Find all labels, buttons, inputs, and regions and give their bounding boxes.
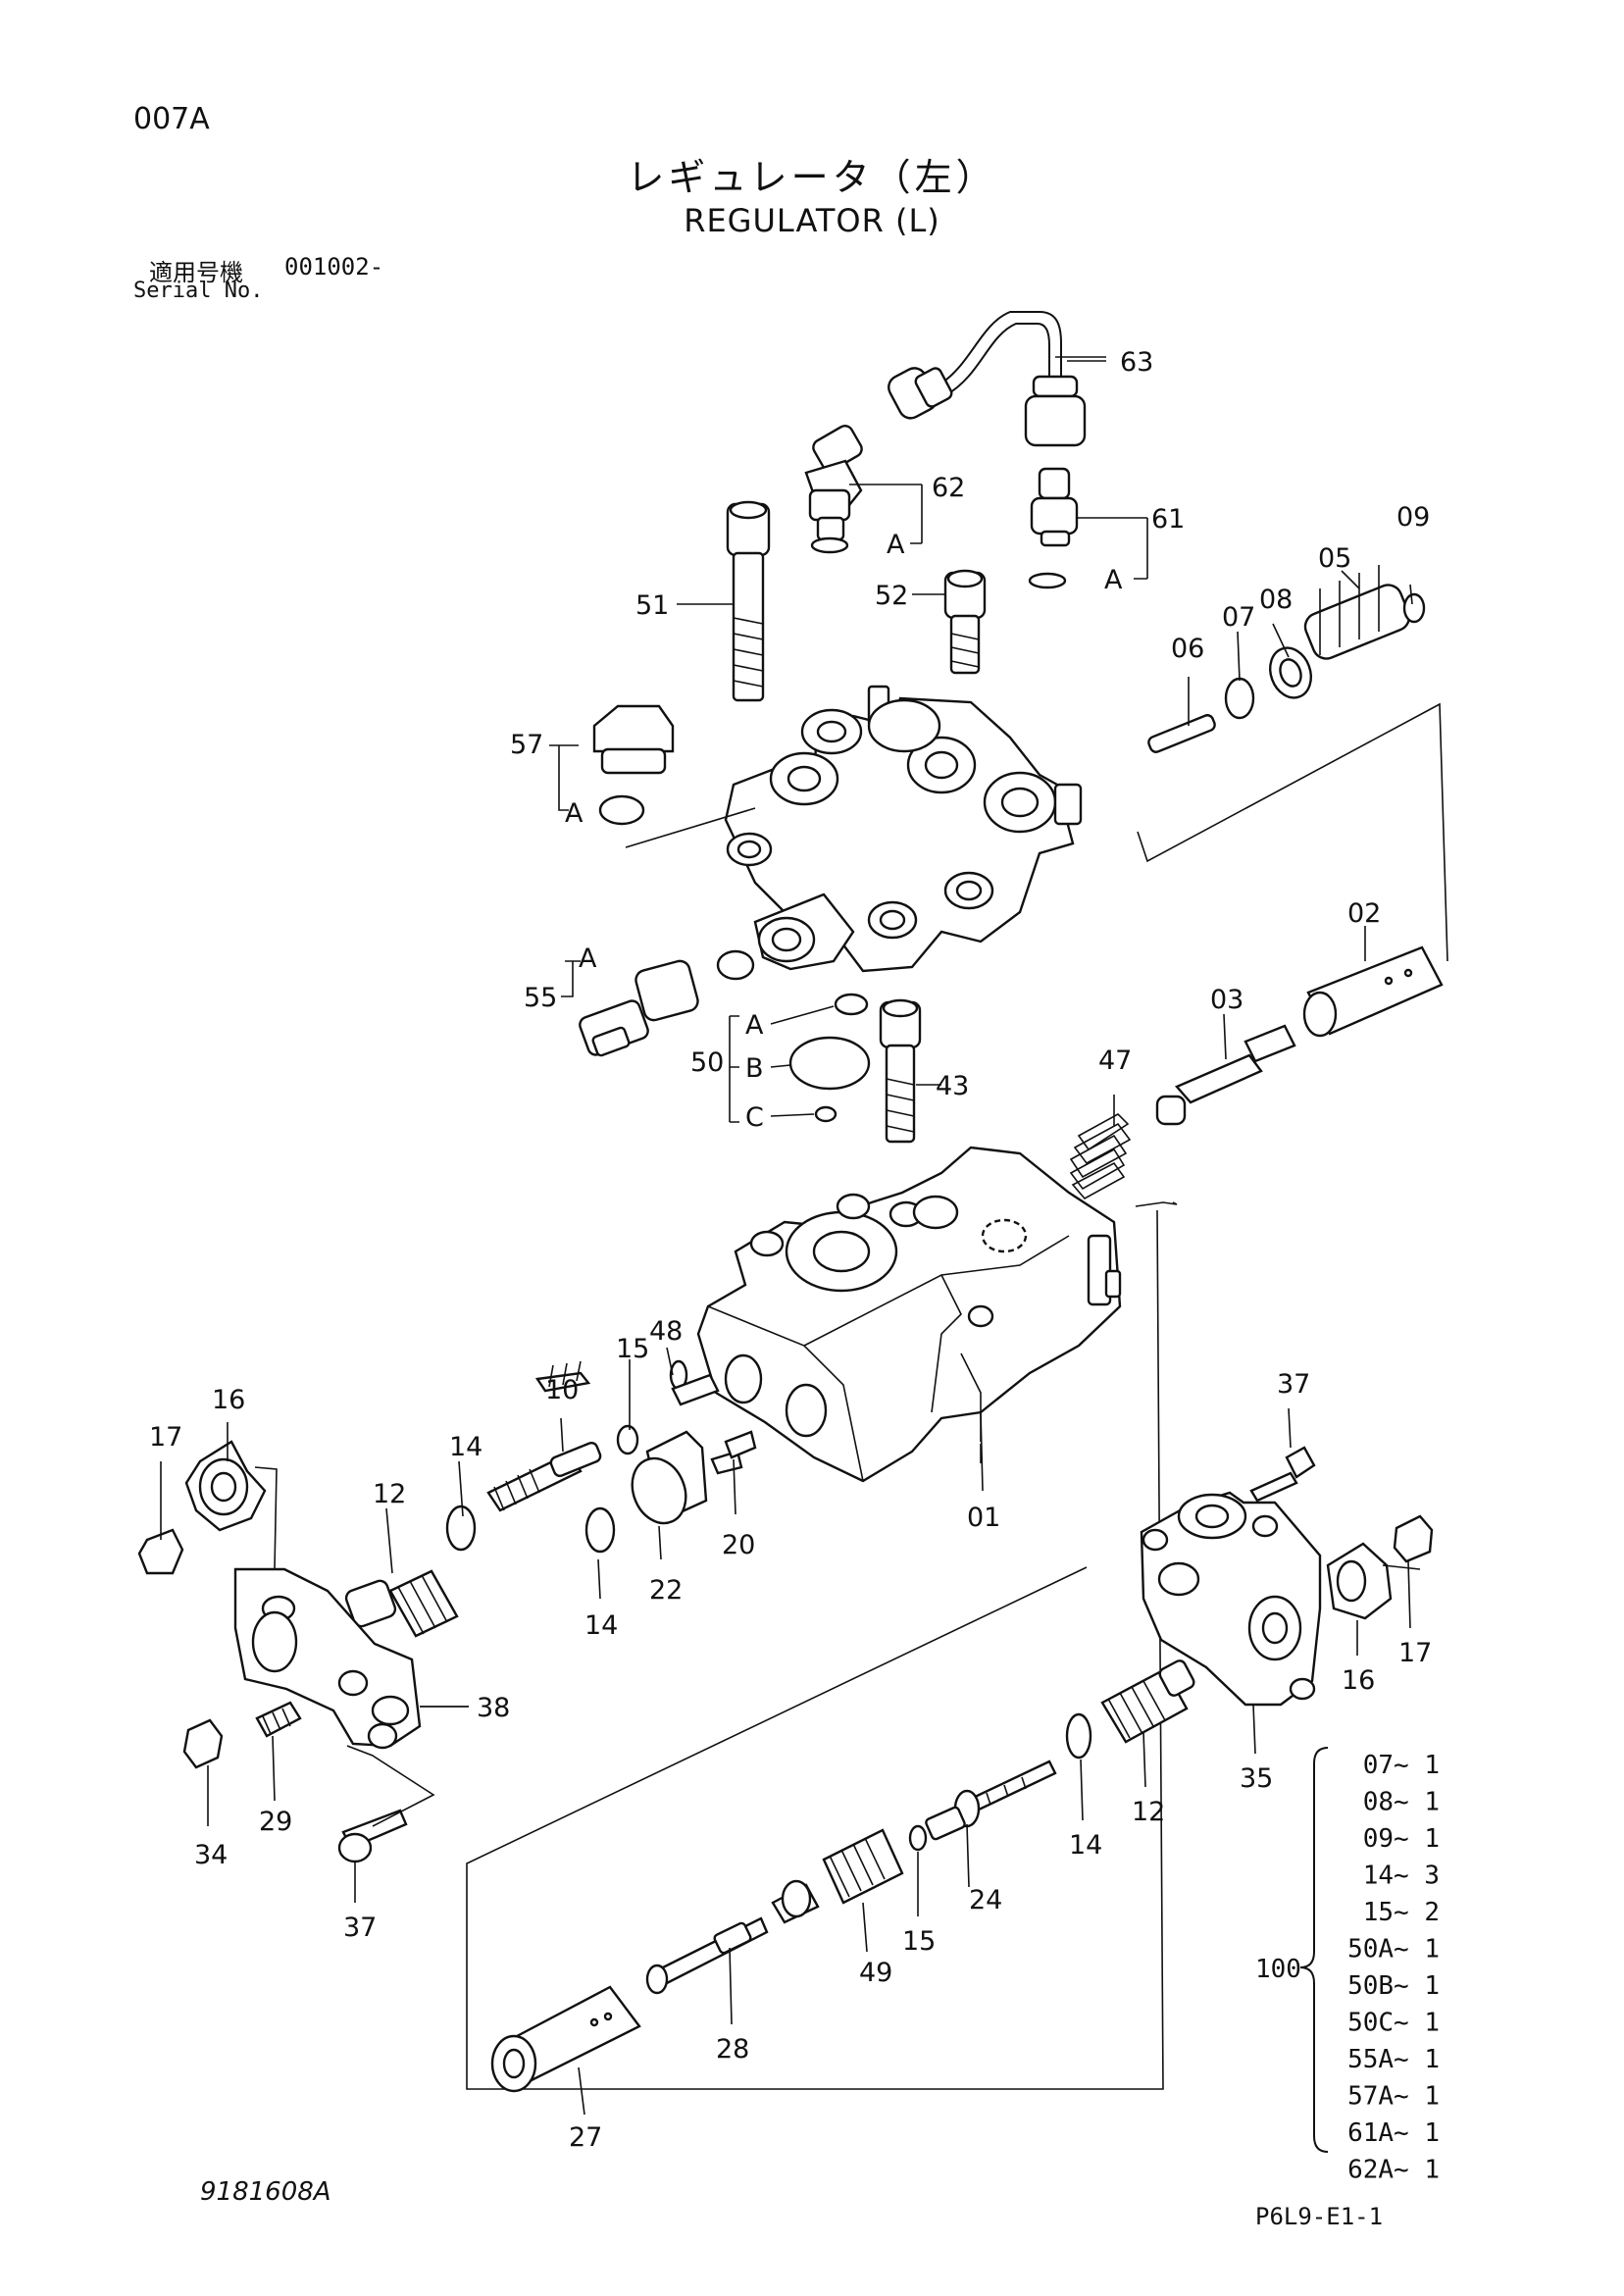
callout-12-lower: 12 (1132, 1797, 1165, 1827)
title-japanese: レギュレータ（左） (627, 156, 997, 199)
upper-valve-body (724, 685, 1083, 973)
callout-15-lower: 15 (902, 1926, 936, 1957)
kit-label: 100 (1255, 1955, 1301, 1984)
callout-17-left: 17 (149, 1422, 182, 1453)
callout-29: 29 (259, 1807, 292, 1837)
callout-61: 61 (1151, 504, 1185, 535)
callout-37-right: 37 (1277, 1369, 1310, 1400)
kit-100-list: 100 07~ 1 08~ 1 09~ 1 14~ 3 15~ 2 50A~ 1 50B~ … (1255, 1751, 1440, 2185)
callout-51: 51 (635, 590, 669, 621)
serial-number-value: 001002- (284, 253, 384, 281)
callout-10: 10 (545, 1375, 579, 1405)
left-valve-parts (344, 1359, 757, 1638)
kit-item: 08~ 1 (1363, 1788, 1440, 1817)
drawing-number: 9181608A (200, 2177, 331, 2207)
kit-item: 50A~ 1 (1347, 1935, 1440, 1964)
callout-34: 34 (194, 1840, 228, 1870)
callout-12-left: 12 (373, 1479, 406, 1509)
callout-48: 48 (649, 1316, 683, 1347)
callout-16-right: 16 (1342, 1665, 1375, 1696)
callout-07: 07 (1222, 602, 1255, 633)
callout-57: 57 (510, 730, 543, 760)
callout-37-left: 37 (343, 1913, 377, 1943)
seal-kit-50 (729, 993, 941, 1144)
kit-item: 07~ 1 (1363, 1751, 1440, 1780)
callout-35: 35 (1240, 1763, 1273, 1794)
tag-a-50: A (745, 1010, 764, 1041)
main-housing-01 (466, 1146, 1178, 2090)
callout-22: 22 (649, 1575, 683, 1606)
callout-06: 06 (1171, 634, 1204, 664)
kit-item: 61A~ 1 (1347, 2118, 1440, 2148)
callout-63: 63 (1120, 347, 1153, 378)
bolts-upper (677, 500, 987, 702)
callout-16-left: 16 (212, 1385, 245, 1415)
callout-28: 28 (716, 2034, 749, 2065)
tag-a-62: A (887, 530, 905, 560)
callout-55: 55 (524, 983, 557, 1013)
kit-item: 50C~ 1 (1347, 2009, 1440, 2038)
callout-38: 38 (477, 1693, 510, 1723)
title-english: REGULATOR (L) (684, 202, 940, 239)
sensor-55 (561, 949, 755, 1057)
serial-label-english: Serial No. (133, 279, 264, 303)
callout-14-upper: 14 (449, 1432, 482, 1462)
lower-spool-group (490, 1659, 1195, 2093)
kit-item: 14~ 3 (1363, 1862, 1440, 1891)
callout-05: 05 (1318, 543, 1351, 574)
spool-group-upper-right (1069, 565, 1448, 1200)
callout-17-right: 17 (1398, 1638, 1432, 1668)
callout-14-middle: 14 (584, 1610, 618, 1641)
callout-02: 02 (1347, 898, 1381, 929)
tag-a-61: A (1104, 565, 1123, 595)
tag-c-50: C (745, 1102, 764, 1133)
callout-47: 47 (1098, 1046, 1132, 1076)
page-code: 007A (133, 102, 210, 136)
callout-49: 49 (859, 1958, 892, 1988)
tag-a-55: A (579, 944, 597, 974)
callout-14-lower: 14 (1069, 1830, 1102, 1861)
right-cover-assembly (1140, 1446, 1434, 1707)
kit-item: 15~ 2 (1363, 1898, 1440, 1927)
kit-item: 57A~ 1 (1347, 2082, 1440, 2112)
callout-labels: 63 62 61 09 05 08 07 06 52 51 57 55 02 0… (149, 347, 1432, 2153)
kit-item: 50B~ 1 (1347, 1971, 1440, 2001)
kit-brace (1299, 1747, 1329, 2153)
tag-a-57: A (565, 798, 584, 829)
kit-items: 07~ 1 08~ 1 09~ 1 14~ 3 15~ 2 50A~ 1 50B~ 1 50C… (1347, 1751, 1440, 2185)
callout-50: 50 (690, 1047, 724, 1078)
leader-lines (160, 360, 1413, 2116)
callout-52: 52 (875, 581, 908, 611)
callout-03: 03 (1210, 985, 1243, 1015)
callout-62: 62 (932, 473, 965, 503)
callout-01: 01 (967, 1503, 1000, 1533)
callout-27: 27 (569, 2122, 602, 2153)
kit-item: 09~ 1 (1363, 1824, 1440, 1854)
callout-24: 24 (969, 1885, 1002, 1915)
callout-15-upper: 15 (616, 1334, 649, 1364)
callout-09: 09 (1396, 502, 1430, 533)
plug-57 (549, 704, 756, 848)
callout-20: 20 (722, 1530, 755, 1560)
serial-label-japanese: 適用号機 (149, 259, 243, 286)
sheet-code: P6L9-E1-1 (1255, 2203, 1384, 2230)
kit-item: 55A~ 1 (1347, 2045, 1440, 2074)
pipe-assembly (804, 311, 1148, 589)
callout-08: 08 (1259, 585, 1293, 615)
callout-43: 43 (936, 1071, 969, 1101)
left-cover-assembly (137, 1440, 469, 1863)
kit-item: 62A~ 1 (1347, 2156, 1440, 2185)
tag-b-50: B (745, 1053, 764, 1084)
